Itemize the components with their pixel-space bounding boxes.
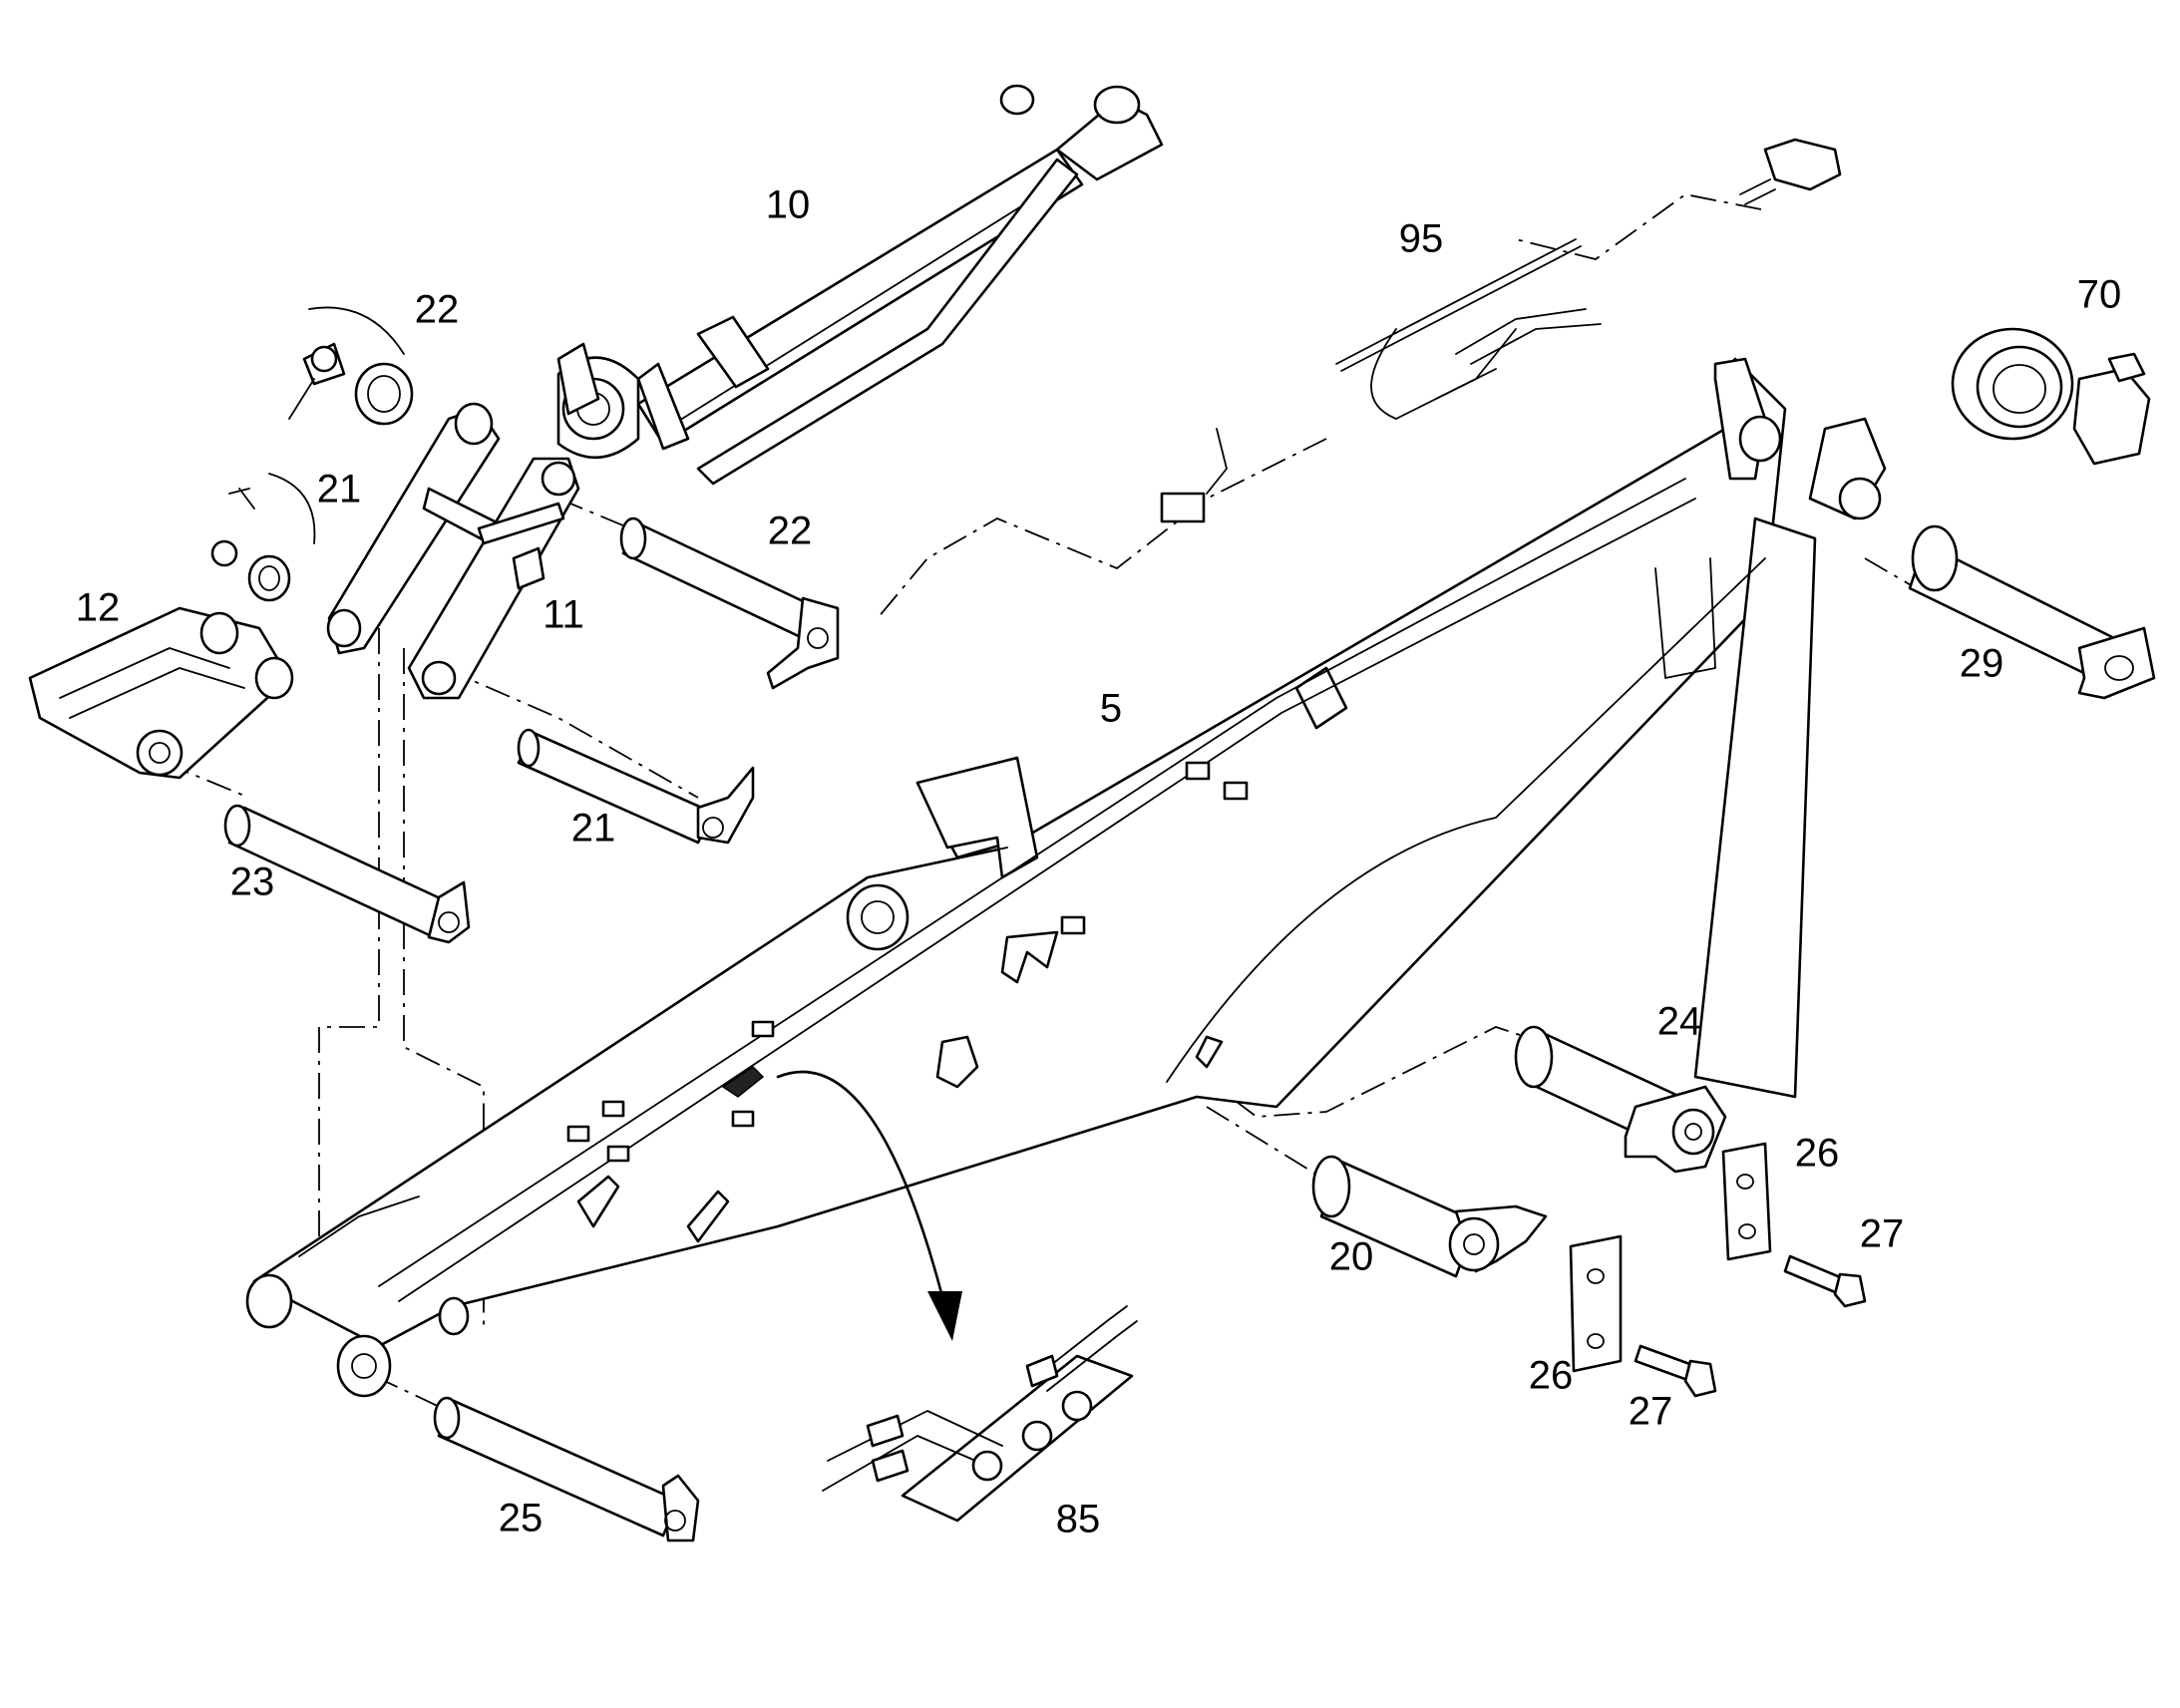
callout-26: 26: [1529, 1354, 1574, 1398]
callout-26: 26: [1795, 1132, 1840, 1176]
callout-27: 27: [1860, 1212, 1905, 1256]
pin-22: [619, 516, 840, 690]
callout-20: 20: [1329, 1235, 1374, 1279]
detail-arrow: [776, 1070, 962, 1341]
callout-22: 22: [415, 288, 460, 332]
link-12: [28, 606, 294, 780]
pin-29: [1908, 524, 2156, 700]
wiring-harness: [1160, 138, 1842, 523]
callout-labels: 10 95 70 22 21 22 12 11 5 29 21 23 24 26…: [76, 183, 2122, 1541]
callout-22: 22: [768, 510, 813, 553]
link-21: [326, 402, 521, 655]
callout-11: 11: [543, 593, 584, 637]
callout-21: 21: [317, 468, 362, 512]
callout-24: 24: [1657, 1000, 1702, 1044]
pin-23: [223, 804, 471, 944]
bolt-27-upper: [1783, 1254, 1867, 1308]
washer-21: [210, 473, 316, 602]
pin-25: [433, 1396, 700, 1542]
callout-5: 5: [1100, 687, 1122, 731]
bolt-27: [1634, 1344, 1717, 1398]
callout-95: 95: [1399, 217, 1444, 261]
callout-23: 23: [230, 860, 275, 904]
callout-27: 27: [1629, 1390, 1673, 1434]
main-boom: [245, 357, 1887, 1398]
link-11: [407, 457, 580, 700]
hydraulic-cylinder: [556, 84, 1164, 486]
hose-bracket: [822, 1305, 1138, 1523]
callout-85: 85: [1056, 1498, 1101, 1541]
washer-22: [288, 306, 414, 426]
callout-12: 12: [76, 586, 121, 630]
plate-26-upper: [1721, 1142, 1772, 1261]
pin-20: [1311, 1155, 1548, 1278]
callout-10: 10: [766, 183, 811, 227]
callout-25: 25: [499, 1497, 544, 1540]
pin-21: [517, 728, 755, 845]
pin-24: [1514, 1025, 1727, 1174]
callout-21: 21: [571, 807, 616, 851]
callout-70: 70: [2077, 273, 2122, 317]
rotary-sensor: [1951, 327, 2151, 466]
plate-26: [1569, 1234, 1623, 1373]
callout-29: 29: [1960, 642, 2004, 686]
